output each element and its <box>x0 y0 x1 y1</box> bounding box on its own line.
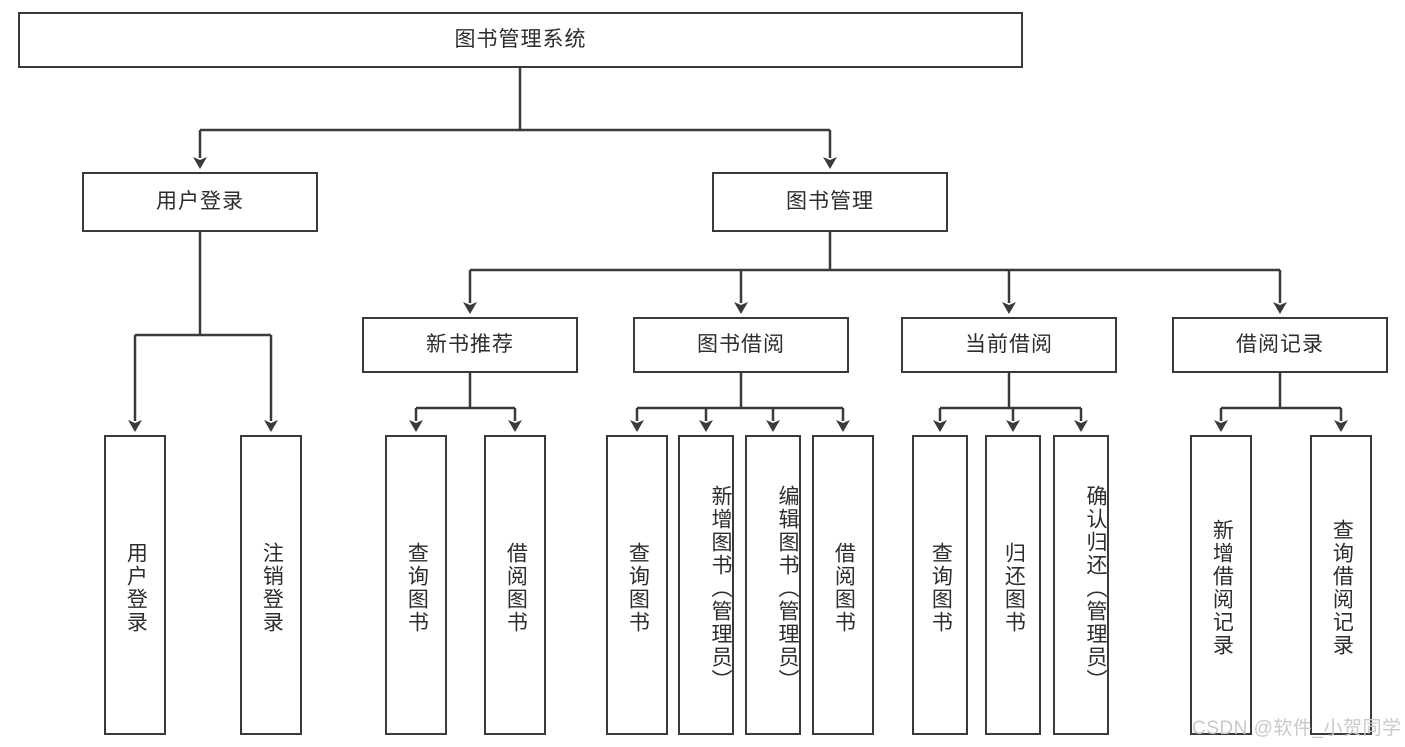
leaf-query-borrow-record[interactable]: 查询借阅记录 <box>1310 435 1372 735</box>
leaf-query-book-current[interactable]: 查询图书 <box>912 435 968 735</box>
node-book-management-label: 图书管理 <box>786 189 874 213</box>
leaf-query-book-recommend-label: 查询图书 <box>405 542 429 634</box>
leaf-add-book-admin-label: 新增图书（管理员） <box>709 484 732 692</box>
leaf-query-book-current-label: 查询图书 <box>929 542 953 634</box>
leaf-edit-book-admin[interactable]: 编辑图书（管理员） <box>745 435 801 735</box>
leaf-query-borrow-record-label: 查询借阅记录 <box>1330 519 1354 657</box>
leaf-query-book-borrow[interactable]: 查询图书 <box>606 435 668 735</box>
node-new-book-recommend[interactable]: 新书推荐 <box>362 317 578 373</box>
leaf-user-login[interactable]: 用户登录 <box>104 435 166 735</box>
leaf-return-book[interactable]: 归还图书 <box>985 435 1041 735</box>
node-borrow-record[interactable]: 借阅记录 <box>1172 317 1388 373</box>
node-borrow-record-label: 借阅记录 <box>1236 332 1324 356</box>
leaf-user-logout-label: 注销登录 <box>260 542 284 634</box>
node-book-management[interactable]: 图书管理 <box>712 172 948 232</box>
watermark-text: CSDN @软件_小贺同学 <box>1192 718 1402 739</box>
leaf-user-login-label: 用户登录 <box>124 542 148 634</box>
node-root[interactable]: 图书管理系统 <box>18 12 1023 68</box>
leaf-borrow-book-recommend[interactable]: 借阅图书 <box>484 435 546 735</box>
node-current-borrow[interactable]: 当前借阅 <box>901 317 1117 373</box>
leaf-borrow-book[interactable]: 借阅图书 <box>812 435 874 735</box>
node-new-book-recommend-label: 新书推荐 <box>426 332 514 356</box>
leaf-edit-book-admin-label: 编辑图书（管理员） <box>776 484 799 692</box>
node-user-login[interactable]: 用户登录 <box>82 172 318 232</box>
node-root-label: 图书管理系统 <box>454 27 587 51</box>
node-current-borrow-label: 当前借阅 <box>965 332 1053 356</box>
leaf-borrow-book-label: 借阅图书 <box>832 542 856 634</box>
leaf-add-borrow-record-label: 新增借阅记录 <box>1210 519 1234 657</box>
leaf-query-book-borrow-label: 查询图书 <box>626 542 650 634</box>
leaf-add-borrow-record[interactable]: 新增借阅记录 <box>1190 435 1252 735</box>
leaf-return-book-label: 归还图书 <box>1002 542 1026 634</box>
leaf-confirm-return-admin[interactable]: 确认归还（管理员） <box>1053 435 1109 735</box>
leaf-user-logout[interactable]: 注销登录 <box>240 435 302 735</box>
node-book-borrow[interactable]: 图书借阅 <box>633 317 849 373</box>
node-user-login-label: 用户登录 <box>156 189 244 213</box>
node-book-borrow-label: 图书借阅 <box>697 332 785 356</box>
leaf-confirm-return-admin-label: 确认归还（管理员） <box>1084 484 1107 692</box>
leaf-query-book-recommend[interactable]: 查询图书 <box>385 435 447 735</box>
leaf-add-book-admin[interactable]: 新增图书（管理员） <box>678 435 734 735</box>
leaf-borrow-book-recommend-label: 借阅图书 <box>504 542 528 634</box>
